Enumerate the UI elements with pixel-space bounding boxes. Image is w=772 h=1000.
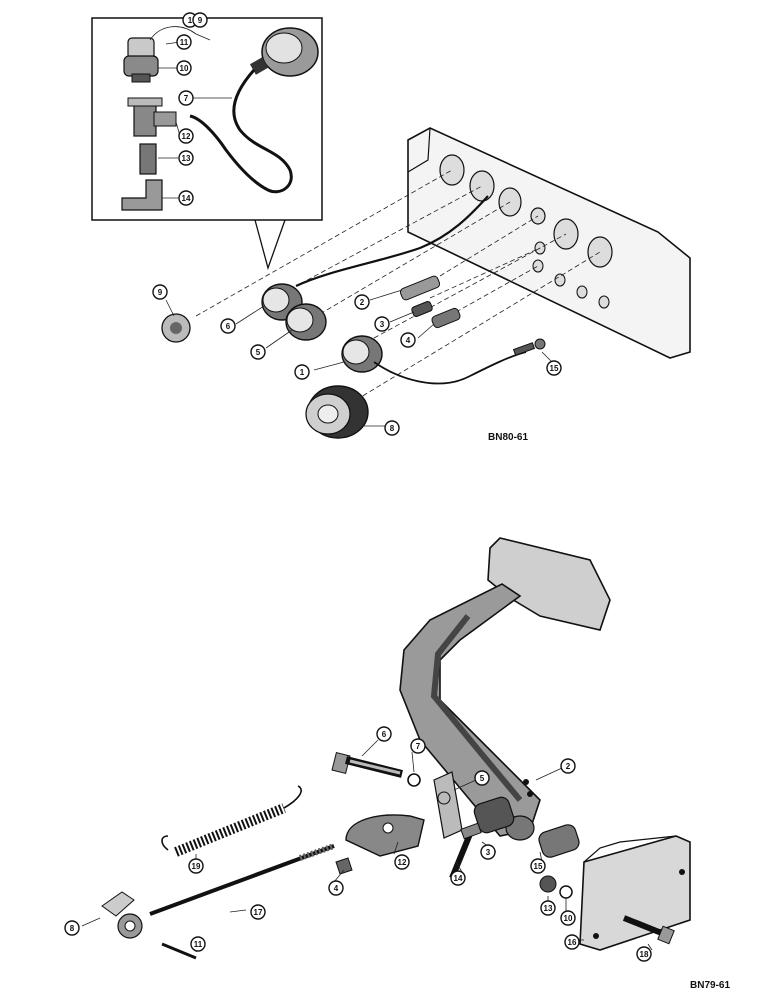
callout-pedal-13: 17 xyxy=(250,904,266,920)
callout-pedal-12: 8 xyxy=(64,920,80,936)
sender-unit xyxy=(123,26,211,83)
callout-gauges-5: 14 xyxy=(178,190,194,206)
callout-label: 9 xyxy=(158,288,163,297)
callout-label: 8 xyxy=(390,424,395,433)
clevis-pin-14 xyxy=(449,822,482,880)
callout-label: 9 xyxy=(198,16,203,25)
callout-pedal-15: 16 xyxy=(564,934,580,950)
callout-label: 5 xyxy=(256,348,261,357)
figure-code-bottom: BN79-61 xyxy=(690,980,730,991)
callout-label: 19 xyxy=(192,862,201,871)
callout-pedal-5: 12 xyxy=(394,854,410,870)
pull-rod-11 xyxy=(101,843,353,960)
callout-label: 15 xyxy=(534,862,543,871)
inset-detail-box xyxy=(91,17,323,271)
callout-gauges-9: 2 xyxy=(354,294,370,310)
callout-pedal-10: 13 xyxy=(540,900,556,916)
callout-gauges-3: 12 xyxy=(178,128,194,144)
callout-gauges-2: 7 xyxy=(178,90,194,106)
callout-label: 3 xyxy=(486,848,491,857)
callout-label: 3 xyxy=(380,320,385,329)
callout-label: 15 xyxy=(550,364,559,373)
callout-gauges-11: 4 xyxy=(400,332,416,348)
callout-gauges-4: 13 xyxy=(178,150,194,166)
top-callout-leaders xyxy=(158,41,553,427)
callout-gauges-14: 15 xyxy=(546,360,562,376)
callout-pedal-11: 10 xyxy=(560,910,576,926)
callout-label: 4 xyxy=(334,884,339,893)
callout-label: 11 xyxy=(180,38,189,47)
inset-gauge xyxy=(189,27,319,194)
callout-label: 14 xyxy=(454,874,463,883)
callouts-top: 11 10 7 12 13 14 9 6 5 2 3 4 1 8 15 xyxy=(152,34,562,436)
callout-pedal-7: 14 xyxy=(450,870,466,886)
callout-pedal-9: 4 xyxy=(328,880,344,896)
callout-label: 18 xyxy=(640,950,649,959)
callout-label: 5 xyxy=(480,774,485,783)
callout-gauges-6: 9 xyxy=(152,284,168,300)
callout-pedal-16: 18 xyxy=(636,946,652,962)
tee-fitting xyxy=(127,97,177,137)
pedal-linkage-figure xyxy=(81,537,691,960)
callout-label: 6 xyxy=(382,730,387,739)
callout-pedal-14: 11 xyxy=(190,936,206,952)
callout-gauges-1: 10 xyxy=(176,60,192,76)
callout-label: 6 xyxy=(226,322,231,331)
callout-label: 8 xyxy=(70,924,75,933)
bolt-9-head xyxy=(657,925,675,945)
callout-pedal-8: 15 xyxy=(530,858,546,874)
pedal-arm xyxy=(399,537,611,841)
callout-pedal-2: 7 xyxy=(410,738,426,754)
mounting-plate xyxy=(407,127,691,359)
figure-code-top: BN80-61 xyxy=(488,432,528,443)
callout-label: 12 xyxy=(398,858,407,867)
assembly-leader-lines xyxy=(195,169,601,401)
callout-label: 7 xyxy=(184,94,189,103)
clevis-12 xyxy=(345,814,425,857)
callout-pedal-18: 9 xyxy=(192,12,208,28)
callout-label: 14 xyxy=(182,194,191,203)
bolt-9 xyxy=(622,915,666,937)
gauge-assembly xyxy=(161,195,546,439)
callout-label: 4 xyxy=(406,336,411,345)
callout-pedal-3: 5 xyxy=(474,770,490,786)
callout-pedal-1: 6 xyxy=(376,726,392,742)
callout-gauges-13: 8 xyxy=(384,420,400,436)
callout-pedal-4: 19 xyxy=(188,858,204,874)
callout-gauges-8: 5 xyxy=(250,344,266,360)
callout-label: 2 xyxy=(360,298,365,307)
callout-label: 1 xyxy=(300,368,305,377)
callout-label: 17 xyxy=(254,908,263,917)
callout-gauges-12: 1 xyxy=(294,364,310,380)
return-spring-19 xyxy=(161,785,302,857)
callout-label: 16 xyxy=(568,938,577,947)
callout-gauges-7: 6 xyxy=(220,318,236,334)
pipe-elbow xyxy=(121,179,163,211)
callout-pedal-6: 3 xyxy=(480,844,496,860)
callout-label: 11 xyxy=(194,940,203,949)
bolt-6 xyxy=(331,751,403,778)
pedal-hardware xyxy=(407,771,580,899)
callout-gauges-10: 3 xyxy=(374,316,390,332)
callout-label: 7 xyxy=(416,742,421,751)
callout-label: 10 xyxy=(180,64,189,73)
pipe-nipple xyxy=(139,143,157,175)
callout-pedal-0: 2 xyxy=(560,758,576,774)
mounting-bracket xyxy=(579,835,691,951)
callout-label: 1 xyxy=(188,16,193,25)
callout-label: 13 xyxy=(544,904,553,913)
callout-label: 13 xyxy=(182,154,191,163)
gauge-panel-figure xyxy=(91,17,691,439)
callout-label: 2 xyxy=(566,762,571,771)
callout-gauges-0: 11 xyxy=(176,34,192,50)
callout-label: 10 xyxy=(564,914,573,923)
callout-label: 12 xyxy=(182,132,191,141)
